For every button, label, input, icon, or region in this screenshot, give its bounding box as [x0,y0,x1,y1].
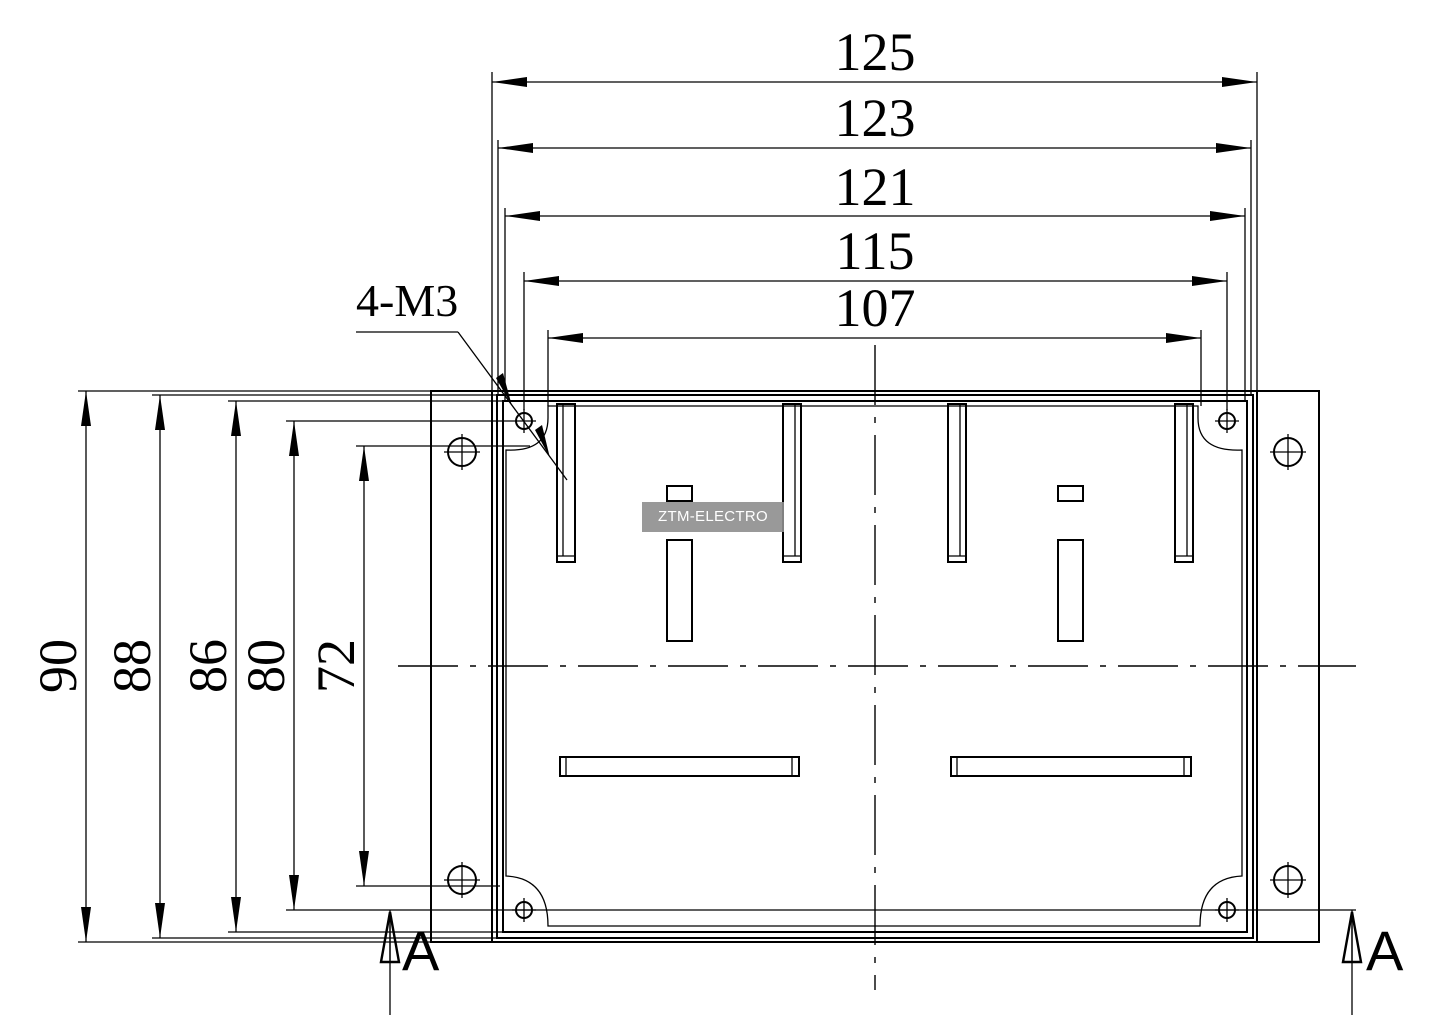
dim-width-121: 121 [835,157,916,217]
dim-width-115: 115 [836,221,915,281]
hole-bottom-right-icon [1270,862,1306,898]
dim-width-107: 107 [835,278,916,338]
callout-4-m3: 4-M3 [356,275,458,326]
hole-bottom-left-icon [444,862,480,898]
internal-ribs [556,403,1194,563]
dim-height-88: 88 [102,639,162,693]
section-mark-right: A [1341,910,1404,1015]
dim-width-125: 125 [835,22,916,82]
hole-top-right-icon [1270,434,1306,470]
internal-slots [559,485,1192,777]
vertical-dimensions: 90 88 86 80 72 [28,390,1356,943]
dim-height-90: 90 [28,639,88,693]
center-lines [398,345,1356,990]
m3-callout: 4-M3 [356,275,568,481]
flange-mounting-holes [444,434,1306,898]
m3-hole-top-right-icon [1215,409,1239,433]
hole-top-left-icon [444,434,480,470]
dim-height-80: 80 [236,639,296,693]
section-label-right: A [1366,919,1404,982]
section-mark-left: A [379,910,440,1015]
dim-height-72: 72 [306,639,366,693]
horizontal-dimensions: 125 123 121 115 107 [491,22,1258,410]
watermark-label: ZTM-ELECTRO [642,502,784,532]
dim-width-123: 123 [835,88,916,148]
dim-height-86: 86 [178,639,238,693]
section-label-left: A [402,919,440,982]
